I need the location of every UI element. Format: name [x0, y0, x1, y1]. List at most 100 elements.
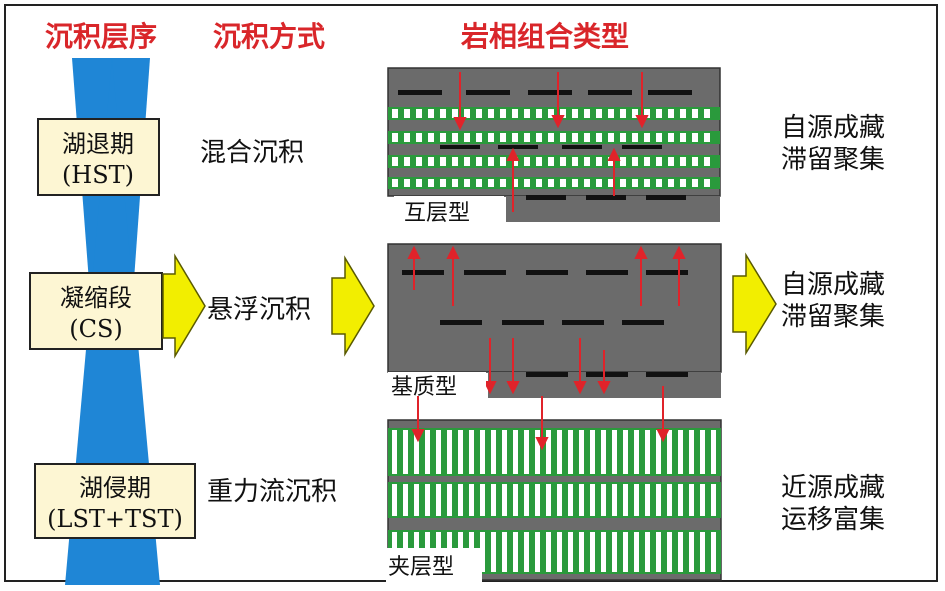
- sand-stripe: [572, 109, 578, 118]
- sand-stripe: [620, 157, 626, 166]
- sand-stripe: [579, 430, 584, 474]
- sand-stripe: [632, 179, 638, 187]
- sand-stripe: [644, 109, 650, 118]
- sand-stripe: [560, 133, 566, 142]
- sand-stripe: [644, 157, 650, 166]
- sand-stripe: [656, 484, 661, 516]
- stage-box-hst: 湖退期 (HST): [37, 118, 160, 196]
- sand-stripe: [404, 133, 410, 142]
- sand-stripe: [392, 484, 397, 516]
- sand-stripe: [692, 157, 698, 166]
- sand-stripe: [524, 430, 529, 474]
- sand-stripe: [692, 133, 698, 142]
- sand-stripe: [700, 532, 705, 572]
- sand-stripe: [568, 484, 573, 516]
- sand-stripe: [440, 109, 446, 118]
- sand-stripe: [644, 179, 650, 187]
- sand-stripe: [440, 157, 446, 166]
- sand-stripe: [524, 133, 530, 142]
- sand-stripe: [678, 532, 683, 572]
- panel-interbedded: 互层型: [387, 67, 721, 226]
- header-mode: 沉积方式: [213, 20, 325, 53]
- sand-stripe: [579, 484, 584, 516]
- sand-stripe: [476, 179, 482, 187]
- sand-stripe: [416, 109, 422, 118]
- mode-hst: 混合沉积: [200, 138, 304, 168]
- sand-stripe: [447, 430, 452, 474]
- sand-stripe: [612, 430, 617, 474]
- sand-stripe: [612, 532, 617, 572]
- sand-stripe: [656, 430, 661, 474]
- sand-stripe: [535, 532, 540, 572]
- sand-stripe: [513, 532, 518, 572]
- sand-stripe: [452, 157, 458, 166]
- sand-stripe: [488, 157, 494, 166]
- sand-stripe: [428, 133, 434, 142]
- sand-stripe: [704, 109, 710, 118]
- sand-stripe: [579, 532, 584, 572]
- sand-stripe: [458, 484, 463, 516]
- sand-stripe: [601, 484, 606, 516]
- sand-stripe: [536, 133, 542, 142]
- sand-stripe: [428, 157, 434, 166]
- sand-stripe: [428, 109, 434, 118]
- sand-stripe: [440, 179, 446, 187]
- sand-stripe: [500, 157, 506, 166]
- sand-stripe: [704, 157, 710, 166]
- sand-stripe: [524, 157, 530, 166]
- mode-lst: 重力流沉积: [207, 477, 337, 507]
- sand-stripe: [452, 179, 458, 187]
- sand-stripe: [584, 133, 590, 142]
- sand-stripe: [524, 484, 529, 516]
- sand-stripe: [536, 179, 542, 187]
- lithofacies-interbedded: 互层型: [404, 201, 470, 226]
- sand-stripe: [548, 109, 554, 118]
- sand-stripe: [524, 179, 530, 187]
- sand-stripe: [488, 179, 494, 187]
- sand-stripe: [546, 532, 551, 572]
- sand-stripe: [452, 109, 458, 118]
- sand-stripe: [416, 179, 422, 187]
- sand-stripe: [689, 532, 694, 572]
- sand-stripe: [711, 484, 716, 516]
- sand-stripe: [447, 484, 452, 516]
- sand-stripe: [612, 484, 617, 516]
- mode-cs: 悬浮沉积: [207, 295, 311, 325]
- sand-stripe: [590, 532, 595, 572]
- sand-stripe: [620, 109, 626, 118]
- sand-stripe: [414, 484, 419, 516]
- sand-stripe: [404, 109, 410, 118]
- header-lithofacies: 岩相组合类型: [460, 20, 629, 53]
- sand-stripe: [568, 532, 573, 572]
- sand-stripe: [436, 484, 441, 516]
- sand-stripe: [645, 532, 650, 572]
- sand-stripe: [458, 430, 463, 474]
- sand-stripe: [425, 484, 430, 516]
- sand-stripe: [535, 484, 540, 516]
- sand-stripe: [416, 157, 422, 166]
- sand-stripe: [632, 133, 638, 142]
- sand-stripe: [480, 484, 485, 516]
- sand-stripe: [512, 109, 518, 118]
- sand-stripe: [680, 157, 686, 166]
- sand-stripe: [656, 109, 662, 118]
- sand-stripe: [620, 133, 626, 142]
- sand-stripe: [700, 484, 705, 516]
- sand-stripe: [464, 179, 470, 187]
- sand-stripe: [608, 133, 614, 142]
- sand-stripe: [536, 109, 542, 118]
- lithofacies-intercalated: 夹层型: [388, 555, 454, 580]
- sand-stripe: [480, 430, 485, 474]
- stage-abbr-cs: (CS): [69, 315, 123, 343]
- sand-stripe: [680, 179, 686, 187]
- sand-stripe: [560, 179, 566, 187]
- sand-stripe: [596, 109, 602, 118]
- sand-stripe: [608, 109, 614, 118]
- sand-stripe: [560, 157, 566, 166]
- sand-stripe: [645, 430, 650, 474]
- sand-stripe: [623, 430, 628, 474]
- sand-stripe: [623, 532, 628, 572]
- sand-stripe: [404, 157, 410, 166]
- sand-stripe: [692, 109, 698, 118]
